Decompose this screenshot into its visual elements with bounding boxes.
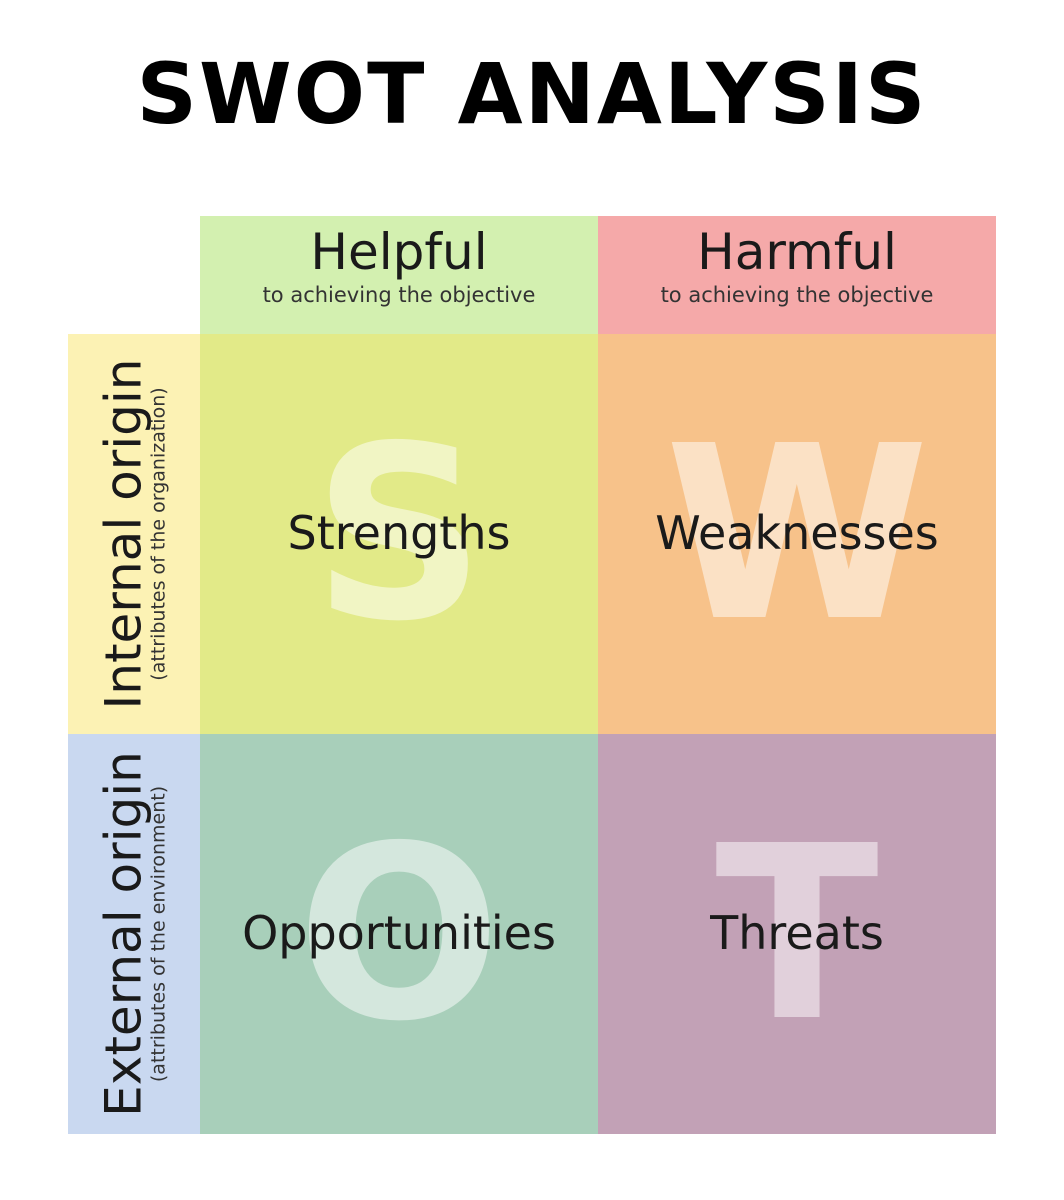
column-header-label: Harmful: [697, 223, 897, 281]
column-header-harmful: Harmful to achieving the objective: [598, 216, 996, 334]
quadrant-label: Opportunities: [242, 906, 556, 960]
row-header-external: External origin (attributes of the envir…: [68, 734, 200, 1134]
row-header-label: External origin: [94, 751, 153, 1117]
quadrant-opportunities: O Opportunities: [200, 734, 598, 1134]
quadrant-label: Strengths: [287, 506, 511, 560]
column-header-sublabel: to achieving the objective: [660, 282, 934, 307]
quadrant-letter: W: [664, 394, 930, 674]
row-header-sublabel: (attributes of the environment): [147, 785, 170, 1083]
quadrant-letter: T: [715, 794, 879, 1074]
row-header-label: Internal origin: [94, 358, 153, 710]
row-header-sublabel: (attributes of the organization): [147, 387, 170, 681]
quadrant-label: Threats: [710, 906, 884, 960]
quadrant-weaknesses: W Weaknesses: [598, 334, 996, 734]
column-header-sublabel: to achieving the objective: [262, 282, 536, 307]
quadrant-letter: O: [296, 794, 502, 1074]
column-header-label: Helpful: [310, 223, 488, 281]
column-header-helpful: Helpful to achieving the objective: [200, 216, 598, 334]
quadrant-letter: S: [312, 394, 486, 674]
quadrant-strengths: S Strengths: [200, 334, 598, 734]
quadrant-threats: T Threats: [598, 734, 996, 1134]
row-header-internal: Internal origin (attributes of the organ…: [68, 334, 200, 734]
page-title: SWOT ANALYSIS: [136, 45, 928, 143]
quadrant-label: Weaknesses: [655, 506, 939, 560]
